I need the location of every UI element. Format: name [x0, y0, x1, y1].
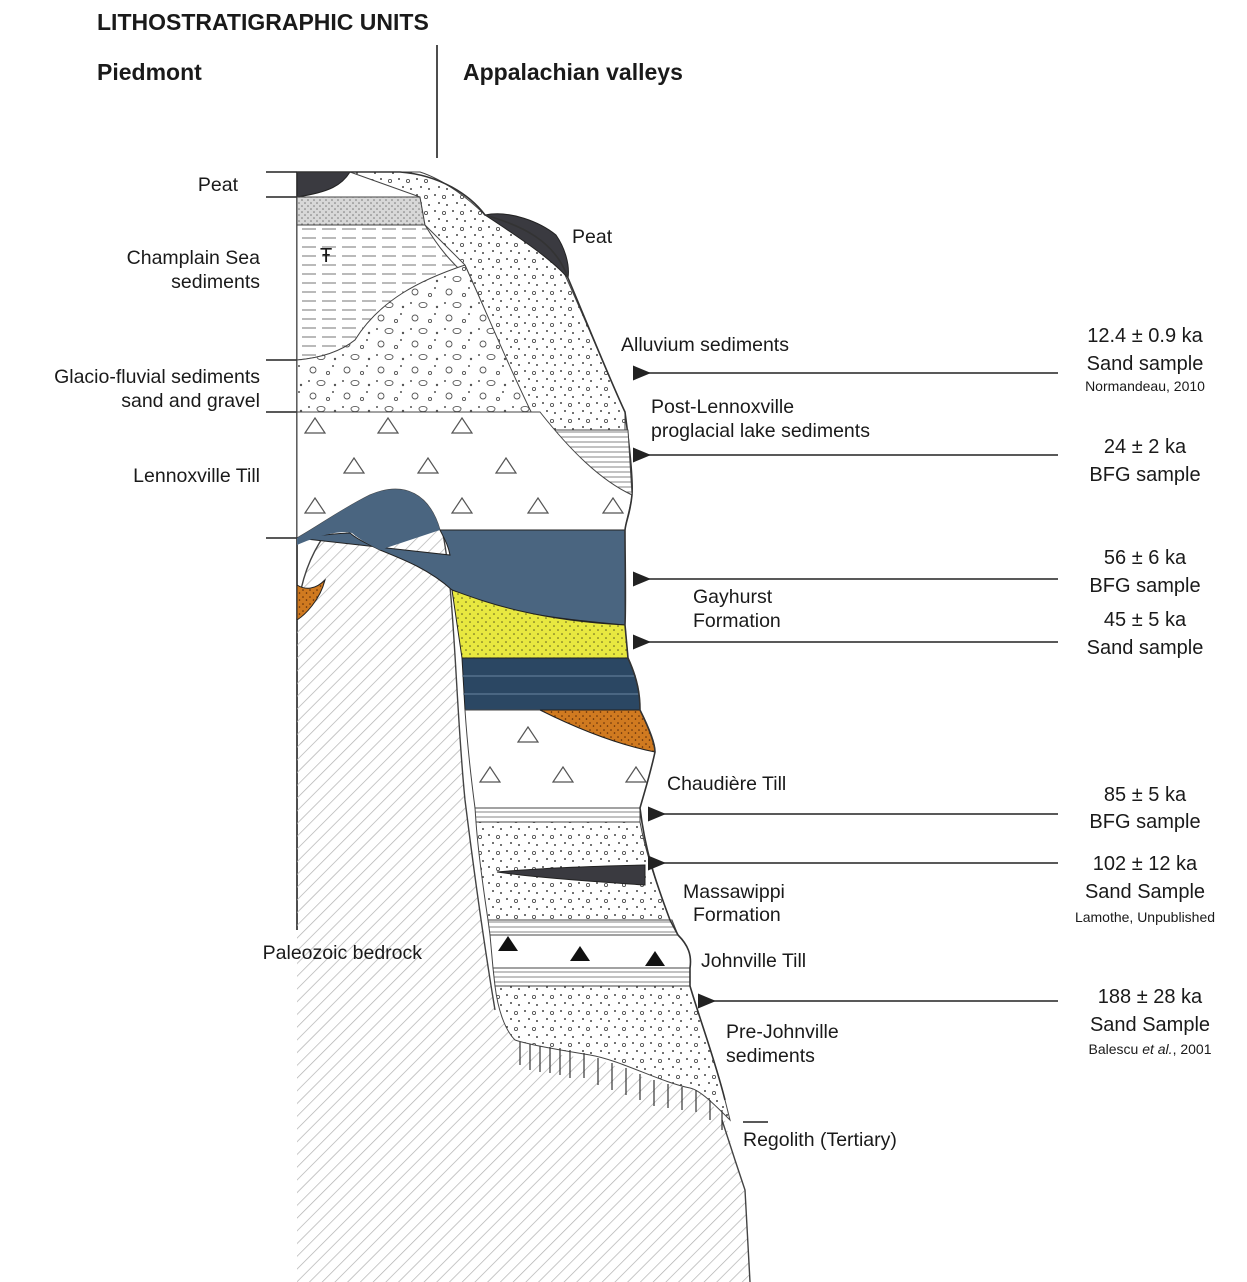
date-age-2: 24 ± 2 ka: [1104, 436, 1187, 458]
label-massawippi-2: Formation: [693, 904, 781, 926]
date-ref-6: Lamothe, Unpublished: [1075, 909, 1215, 925]
label-pre-johnville-2: sediments: [726, 1045, 815, 1067]
date-sample-5: BFG sample: [1089, 811, 1200, 833]
date-age-1: 12.4 ± 0.9 ka: [1087, 325, 1203, 347]
date-sample-3: BFG sample: [1089, 575, 1200, 597]
date-ref-7: Balescu et al., 2001: [1089, 1041, 1212, 1057]
laminated-band-johnville: [493, 968, 690, 986]
date-age-6: 102 ± 12 ka: [1093, 853, 1198, 875]
label-paleozoic-bedrock: Paleozoic bedrock: [263, 942, 423, 964]
label-johnville-till: Johnville Till: [701, 950, 806, 972]
label-gayhurst-2: Formation: [693, 610, 781, 632]
laminated-band-massawippi: [488, 920, 678, 935]
date-age-5: 85 ± 5 ka: [1104, 784, 1187, 806]
date-sample-7: Sand Sample: [1090, 1014, 1210, 1036]
label-massawippi-1: Massawippi: [683, 881, 785, 903]
label-lennoxville-till: Lennoxville Till: [133, 465, 260, 487]
laminated-band-chaudiere: [475, 808, 640, 822]
peat-layer-left: [297, 172, 350, 197]
label-post-lennoxville-1: Post-Lennoxville: [651, 396, 794, 418]
label-peat-left: Peat: [198, 174, 239, 196]
gayhurst-dark-blue-clay: [462, 658, 640, 710]
label-alluvium-sediments: Alluvium sediments: [621, 334, 789, 356]
date-sample-1: Sand sample: [1087, 353, 1204, 375]
date-ref-1: Normandeau, 2010: [1085, 378, 1205, 394]
date-age-3: 56 ± 6 ka: [1104, 547, 1187, 569]
label-regolith: Regolith (Tertiary): [743, 1129, 897, 1151]
column-header-appalachian-valleys: Appalachian valleys: [463, 59, 683, 85]
date-sample-4: Sand sample: [1087, 637, 1204, 659]
label-chaudiere-till: Chaudière Till: [667, 773, 786, 795]
label-peat-right: Peat: [572, 226, 613, 248]
fossil-symbol: Ŧ: [320, 245, 332, 267]
diagram-title: LITHOSTRATIGRAPHIC UNITS: [97, 9, 429, 35]
date-age-4: 45 ± 5 ka: [1104, 609, 1187, 631]
sand-band-top: [297, 197, 425, 225]
label-champlain-sea-1: Champlain Sea: [127, 247, 260, 269]
date-sample-6: Sand Sample: [1085, 881, 1205, 903]
label-glacio-fluvial-2: sand and gravel: [121, 390, 260, 412]
label-post-lennoxville-2: proglacial lake sediments: [651, 420, 870, 442]
column-header-piedmont: Piedmont: [97, 59, 202, 85]
label-gayhurst-1: Gayhurst: [693, 586, 773, 608]
date-age-7: 188 ± 28 ka: [1098, 986, 1203, 1008]
dates-column: 12.4 ± 0.9 ka Sand sample Normandeau, 20…: [1075, 325, 1215, 1057]
date-sample-2: BFG sample: [1089, 464, 1200, 486]
left-tick-marks: [266, 172, 297, 538]
label-champlain-sea-2: sediments: [171, 271, 260, 293]
label-glacio-fluvial-1: Glacio-fluvial sediments: [54, 366, 260, 388]
label-pre-johnville-1: Pre-Johnville: [726, 1021, 839, 1043]
